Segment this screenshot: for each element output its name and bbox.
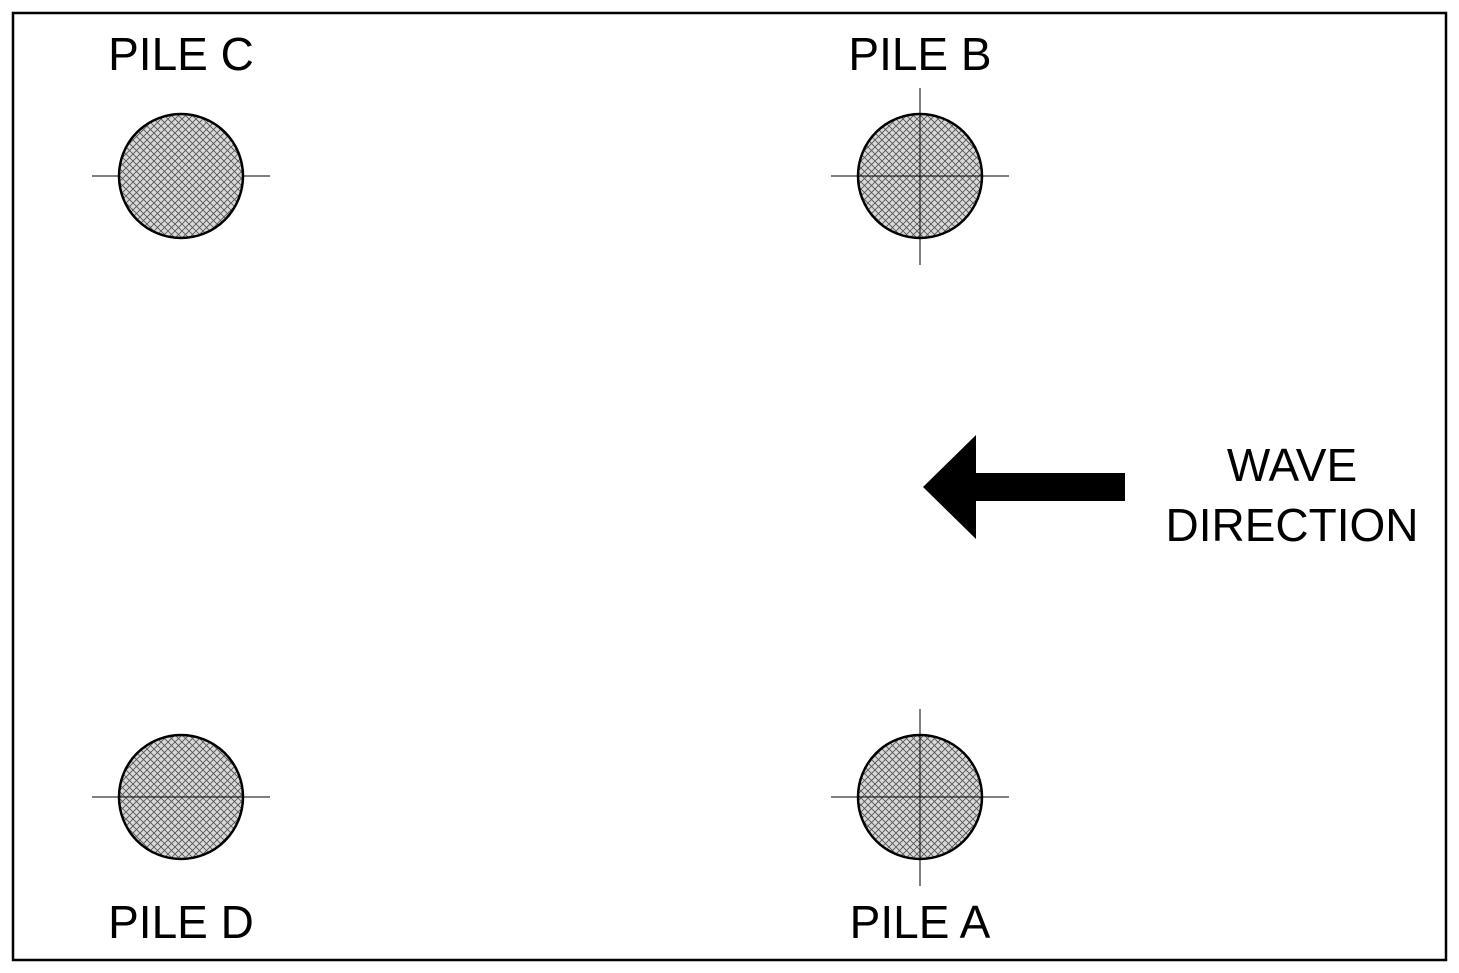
diagram-frame [11, 11, 1448, 962]
pile-c-label: PILE C [108, 28, 254, 80]
pile-b: PILE B [831, 28, 1009, 265]
pile-c: PILE C [92, 28, 270, 240]
pile-b-label: PILE B [848, 28, 991, 80]
wave-label-line1: WAVE [1227, 439, 1357, 491]
left-arrow-icon [923, 435, 1125, 539]
wave-label-line2: DIRECTION [1166, 499, 1419, 551]
pile-a-label: PILE A [850, 896, 991, 948]
pile-d: PILE D [92, 733, 270, 948]
wave-direction-label: WAVE DIRECTION [1166, 439, 1419, 551]
pile-c-icon [117, 112, 245, 240]
pile-a: PILE A [831, 709, 1009, 948]
pile-d-label: PILE D [108, 896, 254, 948]
